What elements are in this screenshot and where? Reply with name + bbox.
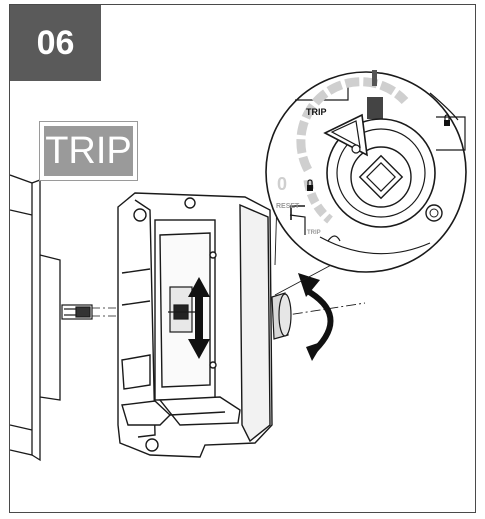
instruction-frame: TRIP 0 RESET TRIP 06 TRIP [9, 4, 476, 513]
lock-icon [444, 114, 450, 126]
dial-zero-label: 0 [277, 174, 287, 194]
lock-icon [307, 179, 313, 191]
device-housing [117, 192, 273, 458]
rotate-arrow-icon [304, 287, 334, 353]
illustration: TRIP 0 RESET TRIP [10, 70, 467, 462]
slider-mechanism [168, 286, 195, 333]
panel-wall [10, 174, 61, 462]
step-number-badge: 06 [10, 5, 101, 81]
connector-plug [61, 304, 185, 320]
dial-reset-label: RESET [276, 203, 300, 210]
rotary-shaft [271, 292, 366, 340]
trip-badge: TRIP [39, 121, 138, 181]
dial-trip-label: TRIP [306, 107, 327, 117]
updown-arrow-icon [188, 277, 210, 359]
dial-tripped-label: TRIP [307, 230, 321, 236]
rotate-arrowheads [298, 273, 324, 361]
dial-magnifier: TRIP 0 RESET TRIP [265, 70, 467, 273]
